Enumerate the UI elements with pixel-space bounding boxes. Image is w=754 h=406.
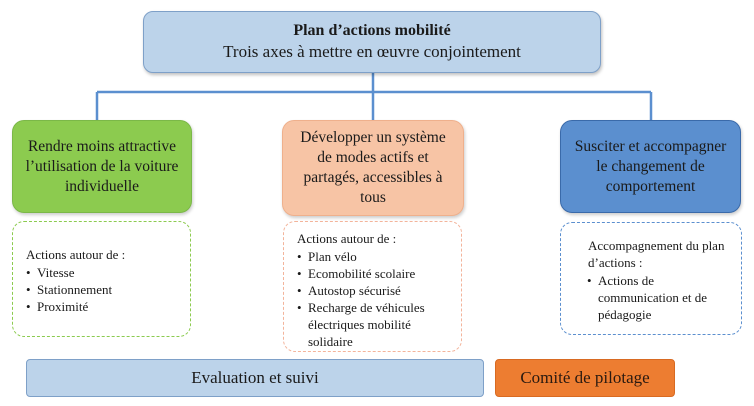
plan-subtitle: Trois axes à mettre en œuvre conjointeme…: [223, 42, 521, 61]
action-item: Actions de communication et de pédagogie: [574, 272, 731, 323]
action-item: Autostop sécurisé: [297, 282, 451, 299]
steering-committee-label: Comité de pilotage: [520, 368, 650, 387]
action-item: Plan vélo: [297, 248, 451, 265]
actions-heading: Accompagnement du plan d’actions :: [588, 238, 725, 270]
evaluation-bar: Evaluation et suivi: [26, 359, 484, 397]
action-item: Recharge de véhicules électriques mobili…: [297, 299, 451, 350]
axis-reduce-car: Rendre moins attractive l’utilisation de…: [12, 120, 192, 213]
axis-label: Rendre moins attractive l’utilisation de…: [25, 137, 179, 195]
axis-active-modes: Développer un système de modes actifs et…: [282, 120, 464, 216]
action-item: Vitesse: [26, 264, 180, 281]
steering-committee-bar: Comité de pilotage: [495, 359, 675, 397]
evaluation-label: Evaluation et suivi: [191, 368, 319, 387]
actions-box-reduce-car: Actions autour de : Vitesse Stationnemen…: [12, 221, 191, 337]
plan-header: Plan d’actions mobilité Trois axes à met…: [143, 11, 601, 73]
actions-box-behavior-change: Accompagnement du plan d’actions : Actio…: [560, 222, 742, 335]
actions-heading: Actions autour de :: [297, 231, 397, 246]
axis-label: Développer un système de modes actifs et…: [300, 129, 446, 206]
actions-box-active-modes: Actions autour de : Plan vélo Ecomobilit…: [283, 221, 462, 352]
action-item: Stationnement: [26, 281, 180, 298]
axis-label: Susciter et accompagner le changement de…: [574, 137, 727, 195]
action-item: Ecomobilité scolaire: [297, 265, 451, 282]
action-item: Proximité: [26, 298, 180, 315]
actions-heading: Actions autour de :: [26, 247, 126, 262]
plan-title: Plan d’actions mobilité: [293, 22, 451, 39]
axis-behavior-change: Susciter et accompagner le changement de…: [560, 120, 741, 213]
